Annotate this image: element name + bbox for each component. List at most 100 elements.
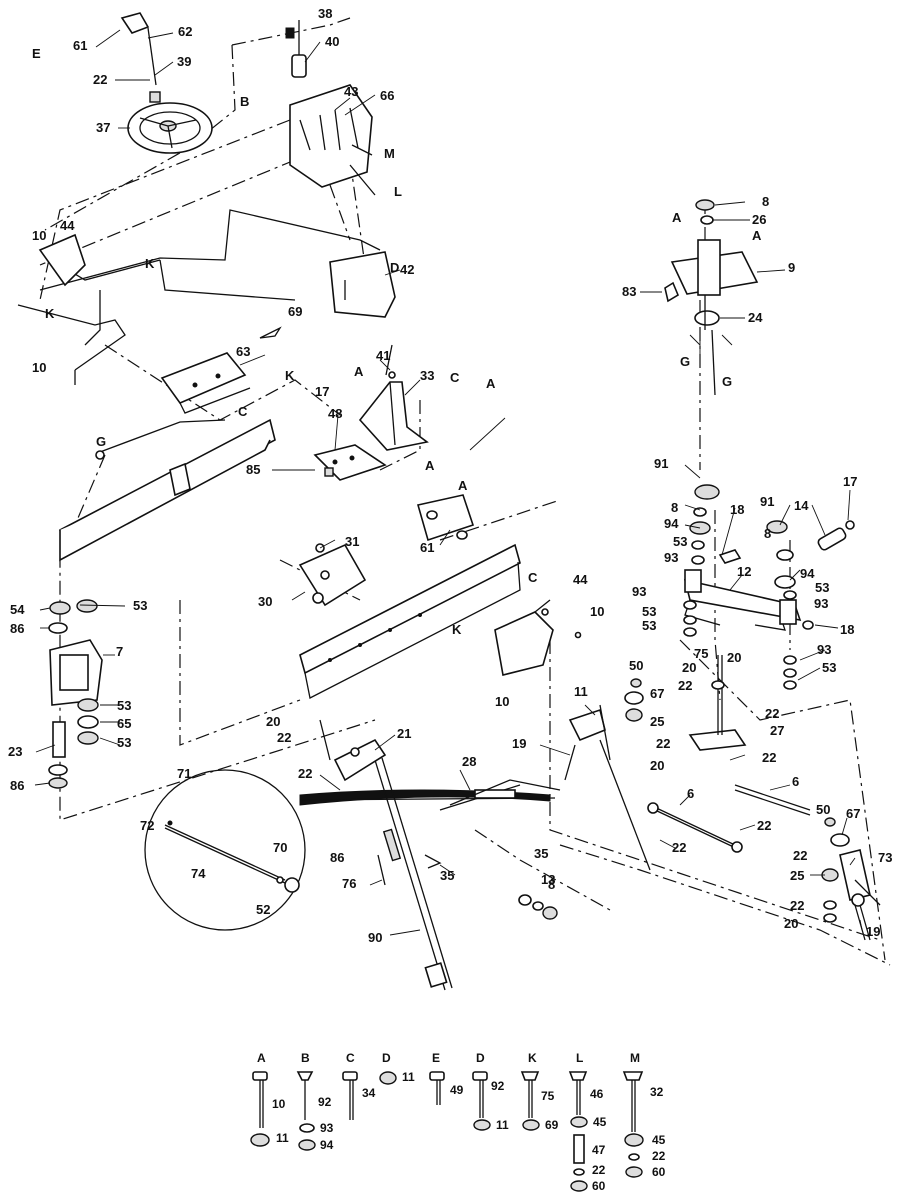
callout-86: 7 [116,644,123,659]
callout-85: 85 [246,462,260,477]
bracket-10 [38,233,86,287]
callout-18-a: 18 [730,502,744,517]
callout-54-b: 86 [10,778,24,793]
callout-24: 24 [748,310,763,325]
callout-15: 75 [694,646,708,661]
callout-26: 26 [752,212,766,227]
callout-10-a: 10 [32,228,46,243]
axle-stack-right [766,520,855,690]
frame-rail-left [59,418,276,562]
callout-39: 39 [177,54,191,69]
callout-7-f: 53 [133,598,147,613]
legend-letter-c: C [346,1051,355,1065]
callout-31: 31 [345,534,359,549]
callout-40: 40 [325,34,339,49]
callout-23-b: 20 [727,650,741,665]
floor-plate-group [17,209,381,385]
callout-E-m: 17 [315,384,329,399]
column-bushing [291,54,307,78]
legend-c-part-1: 34 [362,1086,376,1100]
legend-a-part-2: 11 [276,1131,289,1145]
callout-K-c: K [285,368,295,383]
plate-48 [313,444,387,481]
tie-rod-group [299,784,811,853]
callout-44-b: 44 [573,572,588,587]
callout-63: 63 [236,344,250,359]
callout-77: 13 [541,872,555,887]
callout-A-m4: A [458,478,468,493]
callout-L: L [394,184,402,199]
pin-65 [52,721,66,758]
callout-11-a: 50 [629,658,643,673]
hardware-legend: A 10 11 B 92 93 94 C 34 D 11 E 49 D [250,1051,666,1193]
callout-23-e: 20 [784,916,798,931]
callout-G-ur1: G [680,354,690,369]
callout-A-ur2: A [752,228,762,243]
callout-76-b: 35 [440,868,454,883]
callout-8-top: 8 [762,194,769,209]
callout-21: 28 [462,754,476,769]
callout-54-a: 86 [10,621,24,636]
callout-12: 12 [737,564,751,579]
callout-52: 76 [342,876,356,891]
legend-b-part-3: 94 [320,1138,334,1152]
legend-d2-part-1: 92 [491,1079,505,1093]
callout-8-m: 8 [671,500,678,515]
callout-61: 61 [73,38,87,53]
callout-28-b: 19 [866,924,880,939]
callout-13-d: 93 [817,642,831,657]
callout-C-r: C [528,570,538,585]
callout-13-a: 93 [664,550,678,565]
callout-A-m1: A [354,364,364,379]
tube-14 [817,527,847,551]
upper-right-assembly [664,199,759,396]
callout-30: 30 [258,594,272,609]
callout-13-c: 93 [632,584,646,599]
callout-91-b: 91 [760,494,774,509]
callout-22-e: 22 [656,736,670,751]
bracket-30 [298,543,367,607]
callout-14: 14 [794,498,809,513]
bracket-44 [494,599,582,676]
spindle-6 [839,849,881,941]
callout-54-c: 86 [330,850,344,865]
legend-a-part-1: 10 [272,1097,286,1111]
callout-10-b: 10 [32,360,46,375]
callout-38: 38 [318,6,332,21]
callout-72: 74 [191,866,206,881]
callout-90-a: 94 [664,516,679,531]
legend-m-part-1: 32 [650,1085,664,1099]
legend-d2-part-2: 11 [496,1118,509,1132]
legend-l-part-3: 47 [592,1143,606,1157]
callout-23-a: 20 [682,660,696,675]
legend-letter-a: A [257,1051,266,1065]
callout-labels: E 61 62 38 40 22 39 37 B 43 66 M L 8 26 … [8,6,892,945]
legend-l-part-5: 60 [592,1179,606,1193]
callout-44-a: 44 [60,218,75,233]
callout-90-b: 94 [800,566,815,581]
callout-87: 25 [790,868,804,883]
callout-22-h: 22 [757,818,771,833]
callout-62: 62 [178,24,192,39]
callout-22-j: 22 [793,848,807,863]
callout-33: 33 [420,368,434,383]
legend-b-part-1: 92 [318,1095,332,1109]
callout-11-b: 50 [816,802,830,817]
callout-20: 21 [397,726,411,741]
callout-7-a: 53 [673,534,687,549]
callout-22: 22 [93,72,107,87]
legend-e-part-1: 49 [450,1083,464,1097]
clip-69 [259,326,282,339]
callout-K-b: K [45,306,55,321]
callout-leaders [34,29,863,936]
callout-23-d: 20 [650,758,664,773]
callout-42: 42 [400,262,414,277]
callout-73: 71 [177,766,191,781]
callout-65: 23 [8,744,22,759]
axle-12 [683,569,802,631]
callout-35: 90 [368,930,382,945]
legend-l-part-4: 22 [592,1163,606,1177]
legend-letter-m: M [630,1051,640,1065]
callout-53: 54 [10,602,25,617]
callout-69: 69 [288,304,302,319]
